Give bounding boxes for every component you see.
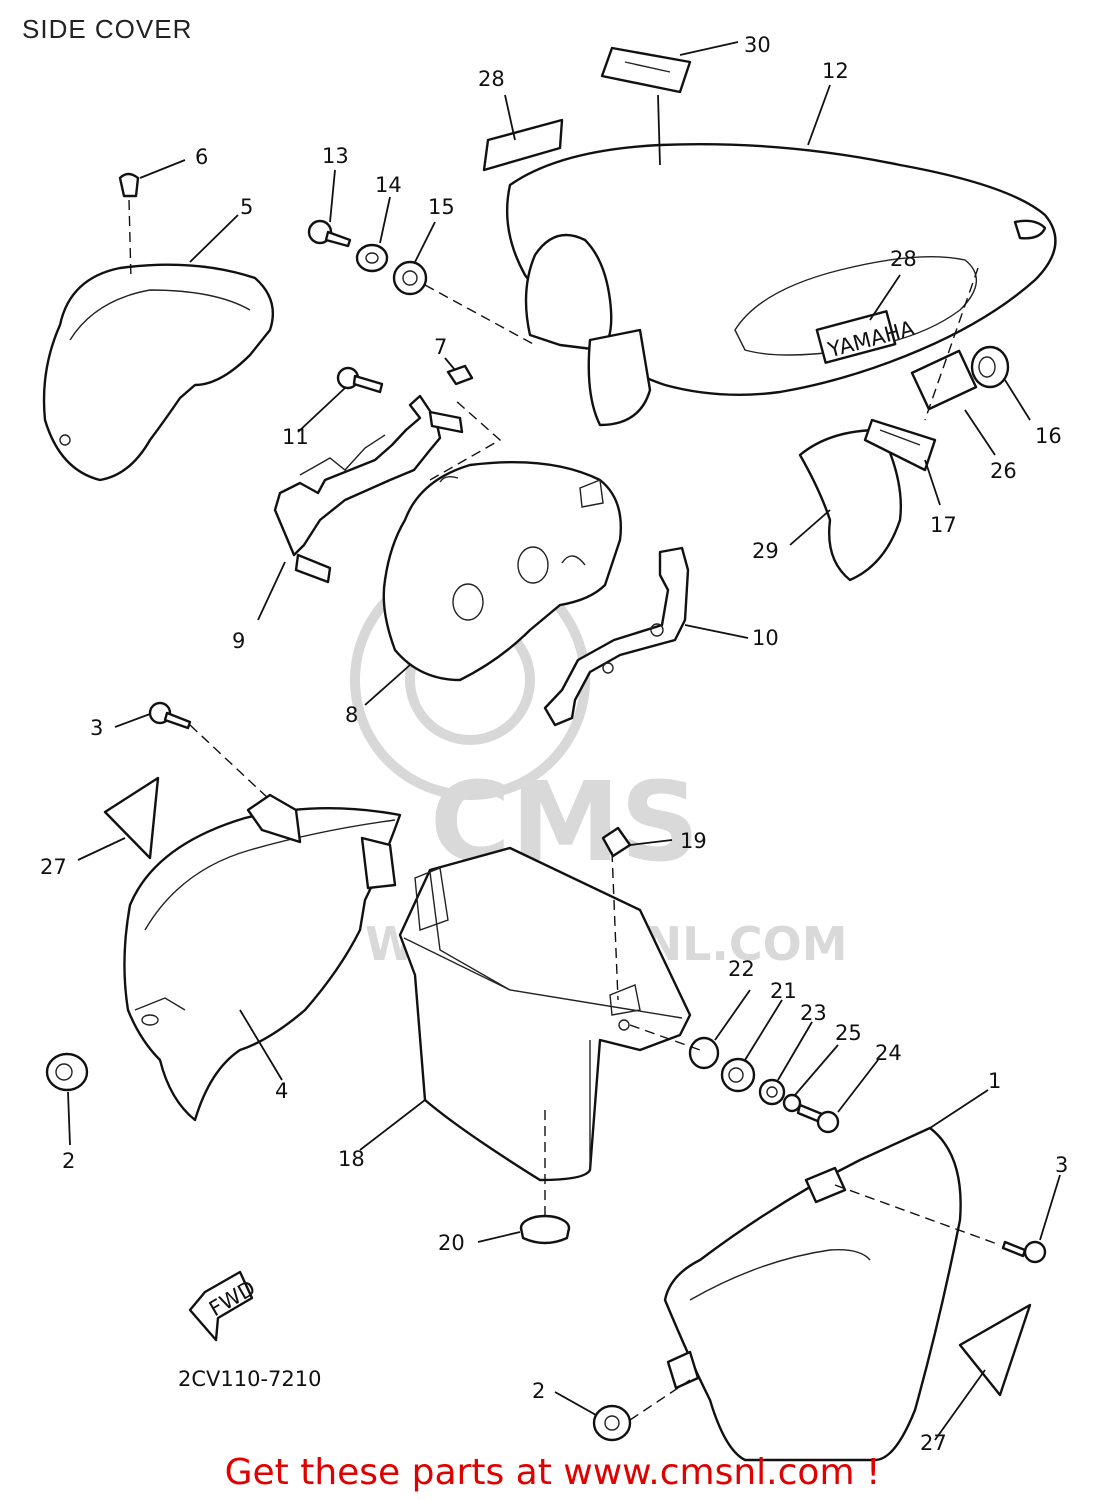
callout-28-top: 28 xyxy=(478,67,505,91)
callout-5: 5 xyxy=(240,195,253,219)
callout-14: 14 xyxy=(375,173,402,197)
part-22-collar xyxy=(688,1036,720,1070)
part-21-grommet xyxy=(720,1057,756,1093)
part-14-collar xyxy=(355,243,389,273)
part-3-bolt-upper xyxy=(148,701,192,730)
callout-3-upper: 3 xyxy=(90,716,103,740)
part-7-nut xyxy=(446,364,474,386)
part-24-bolt xyxy=(796,1103,840,1134)
part-6-screw xyxy=(118,172,140,198)
part-15-grommet xyxy=(392,260,428,296)
part-2-grommet-right xyxy=(592,1404,632,1442)
assembly-lines xyxy=(128,199,1001,1421)
callout-15: 15 xyxy=(428,195,455,219)
parts-link-banner[interactable]: Get these parts at www.cmsnl.com ! xyxy=(224,1452,881,1493)
callout-30: 30 xyxy=(744,33,771,57)
part-9-bracket xyxy=(273,394,464,584)
part-8-toolbox xyxy=(382,460,622,682)
callout-29: 29 xyxy=(752,539,779,563)
part-3-bolt-right xyxy=(1001,1240,1047,1264)
callout-27-right: 27 xyxy=(920,1431,947,1455)
callout-4: 4 xyxy=(275,1079,288,1103)
part-13-bolt xyxy=(307,219,352,248)
part-20-grommet xyxy=(519,1214,571,1245)
part-10-bracket xyxy=(543,546,690,727)
callout-18: 18 xyxy=(338,1147,365,1171)
callout-1: 1 xyxy=(988,1069,1001,1093)
callout-6: 6 xyxy=(195,145,208,169)
part-16-grommet xyxy=(970,345,1010,389)
callout-labels: 30 12 28 6 5 13 14 15 28 7 11 16 26 17 2… xyxy=(40,33,1068,1455)
callout-2-left: 2 xyxy=(62,1149,75,1173)
leader-lines xyxy=(67,41,1061,1441)
callout-2-right: 2 xyxy=(532,1379,545,1403)
part-12-fuel-tank: YAMAHA xyxy=(505,142,1057,582)
callout-17: 17 xyxy=(930,513,957,537)
callout-26: 26 xyxy=(990,459,1017,483)
fwd-arrow-icon: FWD xyxy=(188,1270,259,1342)
part-17-clip xyxy=(863,418,937,472)
callout-27-left: 27 xyxy=(40,855,67,879)
callout-8: 8 xyxy=(345,703,358,727)
part-25-spring-washer xyxy=(782,1093,802,1113)
part-4-side-cover xyxy=(123,793,402,1122)
callout-3-right: 3 xyxy=(1055,1153,1068,1177)
part-5-cover xyxy=(42,263,275,482)
part-18-battery-case xyxy=(398,846,692,1182)
callout-11: 11 xyxy=(282,425,309,449)
diagram-code: 2CV110-7210 xyxy=(178,1367,322,1391)
callout-7: 7 xyxy=(434,335,447,359)
part-1-side-cover-right xyxy=(663,1126,962,1462)
part-27-decal-left xyxy=(103,776,160,860)
callout-19: 19 xyxy=(680,829,707,853)
callout-21: 21 xyxy=(770,979,797,1003)
callout-23: 23 xyxy=(800,1001,827,1025)
callout-9: 9 xyxy=(232,629,245,653)
callout-22: 22 xyxy=(728,957,755,981)
page-title: SIDE COVER xyxy=(22,14,193,44)
callout-16: 16 xyxy=(1035,424,1062,448)
callout-10: 10 xyxy=(752,626,779,650)
part-28-label-strip xyxy=(482,118,564,172)
callout-12: 12 xyxy=(822,59,849,83)
part-30-label xyxy=(600,46,692,94)
callout-13: 13 xyxy=(322,144,349,168)
part-2-grommet-left xyxy=(45,1052,89,1092)
callout-24: 24 xyxy=(875,1041,902,1065)
part-23-washer xyxy=(758,1078,786,1106)
callout-28-tank: 28 xyxy=(890,247,917,271)
callout-25: 25 xyxy=(835,1021,862,1045)
part-11-bolt xyxy=(336,366,384,394)
callout-20: 20 xyxy=(438,1231,465,1255)
part-27-decal-right xyxy=(958,1303,1032,1397)
